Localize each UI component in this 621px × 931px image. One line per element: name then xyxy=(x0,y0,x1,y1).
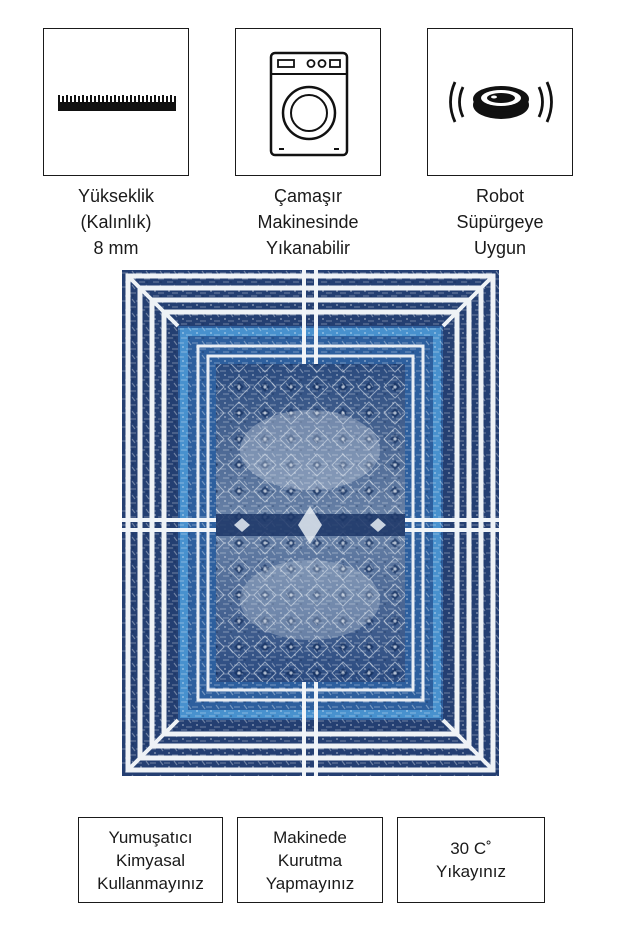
label-line: (Kalınlık) xyxy=(80,212,152,232)
robot-vacuum-label: Robot Süpürgeye Uygun xyxy=(415,183,585,261)
no-softener-box: Yumuşatıcı Kimyasal Kullanmayınız xyxy=(78,817,223,903)
washing-machine-box xyxy=(235,28,381,176)
no-tumble-dry-box: Makinede Kurutma Yapmayınız xyxy=(237,817,383,903)
pile-height-icon xyxy=(58,95,176,111)
care-line: Yıkayınız xyxy=(436,862,506,881)
label-line: Yıkanabilir xyxy=(265,238,351,258)
care-line: Kullanmayınız xyxy=(97,873,204,893)
washable-label: Çamaşır Makinesinde Yıkanabilir xyxy=(223,183,393,261)
washing-machine-icon xyxy=(269,51,349,157)
pile-height-label: Yükseklik (Kalınlık) 8 mm xyxy=(31,183,201,261)
care-line: 30 C˚ xyxy=(450,839,492,858)
care-line: Kimyasal xyxy=(116,850,185,870)
care-line: Kurutma xyxy=(277,850,343,870)
robot-vacuum-icon xyxy=(449,81,553,123)
rug-image xyxy=(122,270,499,776)
label-line: Robot xyxy=(475,186,525,206)
label-line: Uygun xyxy=(473,238,527,258)
label-line: Çamaşır xyxy=(273,186,342,206)
pile-height-box xyxy=(43,28,189,176)
label-line: Yükseklik xyxy=(77,186,155,206)
care-line: Makinede xyxy=(273,827,347,847)
care-line: Yumuşatıcı xyxy=(108,827,193,847)
wash-temperature-box: 30 C˚ Yıkayınız xyxy=(397,817,545,903)
label-line: Makinesinde xyxy=(257,212,359,232)
robot-vacuum-box xyxy=(427,28,573,176)
label-line: Süpürgeye xyxy=(456,212,544,232)
label-line: 8 mm xyxy=(93,238,139,258)
care-line: Yapmayınız xyxy=(265,873,355,893)
